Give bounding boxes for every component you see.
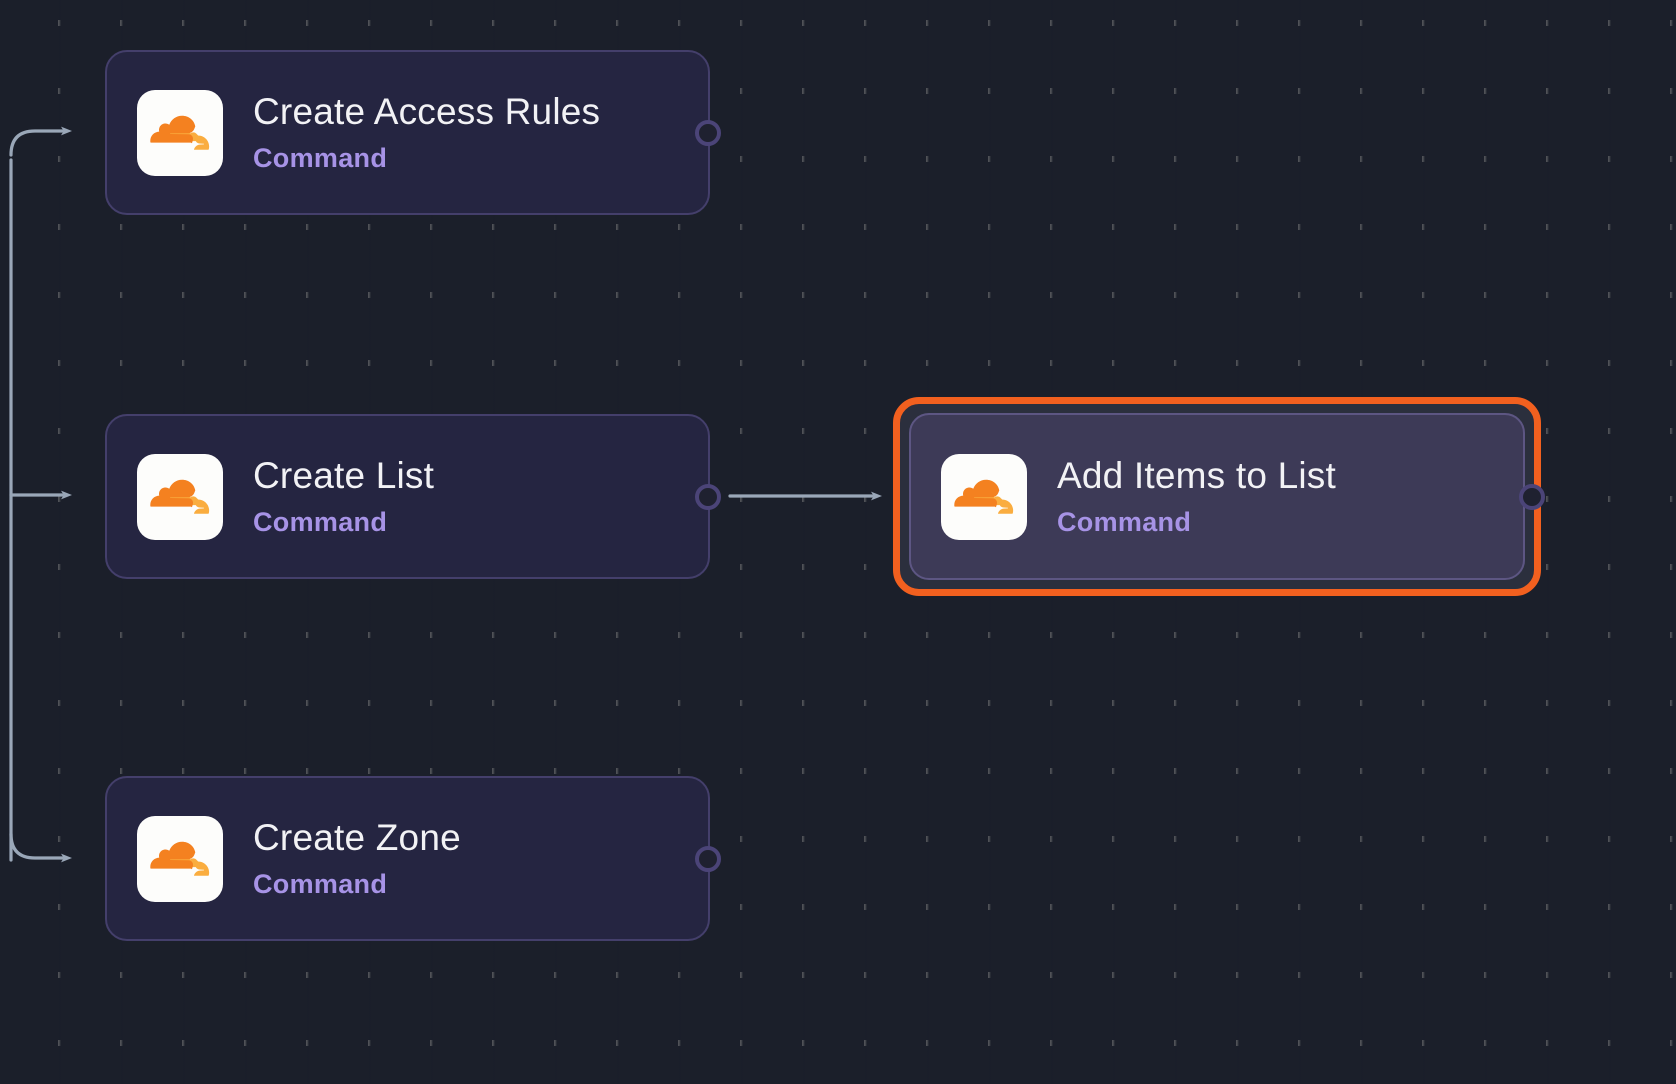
node-add-items-to-list-selection[interactable]: Add Items to List Command	[893, 397, 1545, 596]
output-handle[interactable]	[695, 845, 721, 872]
edge-to-create-zone	[9, 832, 72, 863]
node-subtitle: Command	[253, 142, 388, 173]
cloudflare-icon	[137, 453, 223, 540]
node-subtitle: Command	[253, 506, 388, 537]
cloudflare-icon	[941, 453, 1027, 540]
cloudflare-icon	[137, 89, 223, 176]
output-handle[interactable]	[695, 483, 721, 510]
node-text: Create Access Rules Command	[253, 91, 600, 174]
node-create-zone[interactable]: Create Zone Command	[105, 776, 721, 941]
node-create-list[interactable]: Create List Command	[105, 414, 721, 579]
edge-to-create-access-rules	[9, 126, 72, 157]
output-handle[interactable]	[1519, 483, 1545, 510]
node-text: Create List Command	[253, 455, 434, 538]
node-title: Add Items to List	[1057, 455, 1336, 497]
node-text: Create Zone Command	[253, 817, 461, 900]
node-title: Create Access Rules	[253, 91, 601, 133]
node-create-access-rules[interactable]: Create Access Rules Command	[105, 50, 721, 215]
output-handle[interactable]	[695, 119, 721, 146]
node-title: Create List	[253, 455, 435, 497]
node-subtitle: Command	[1057, 506, 1192, 537]
node-text: Add Items to List Command	[1057, 455, 1336, 538]
node-subtitle: Command	[253, 868, 388, 899]
cloudflare-icon	[137, 815, 223, 902]
node-add-items-to-list[interactable]: Add Items to List Command	[909, 413, 1545, 580]
node-title: Create Zone	[253, 817, 461, 859]
